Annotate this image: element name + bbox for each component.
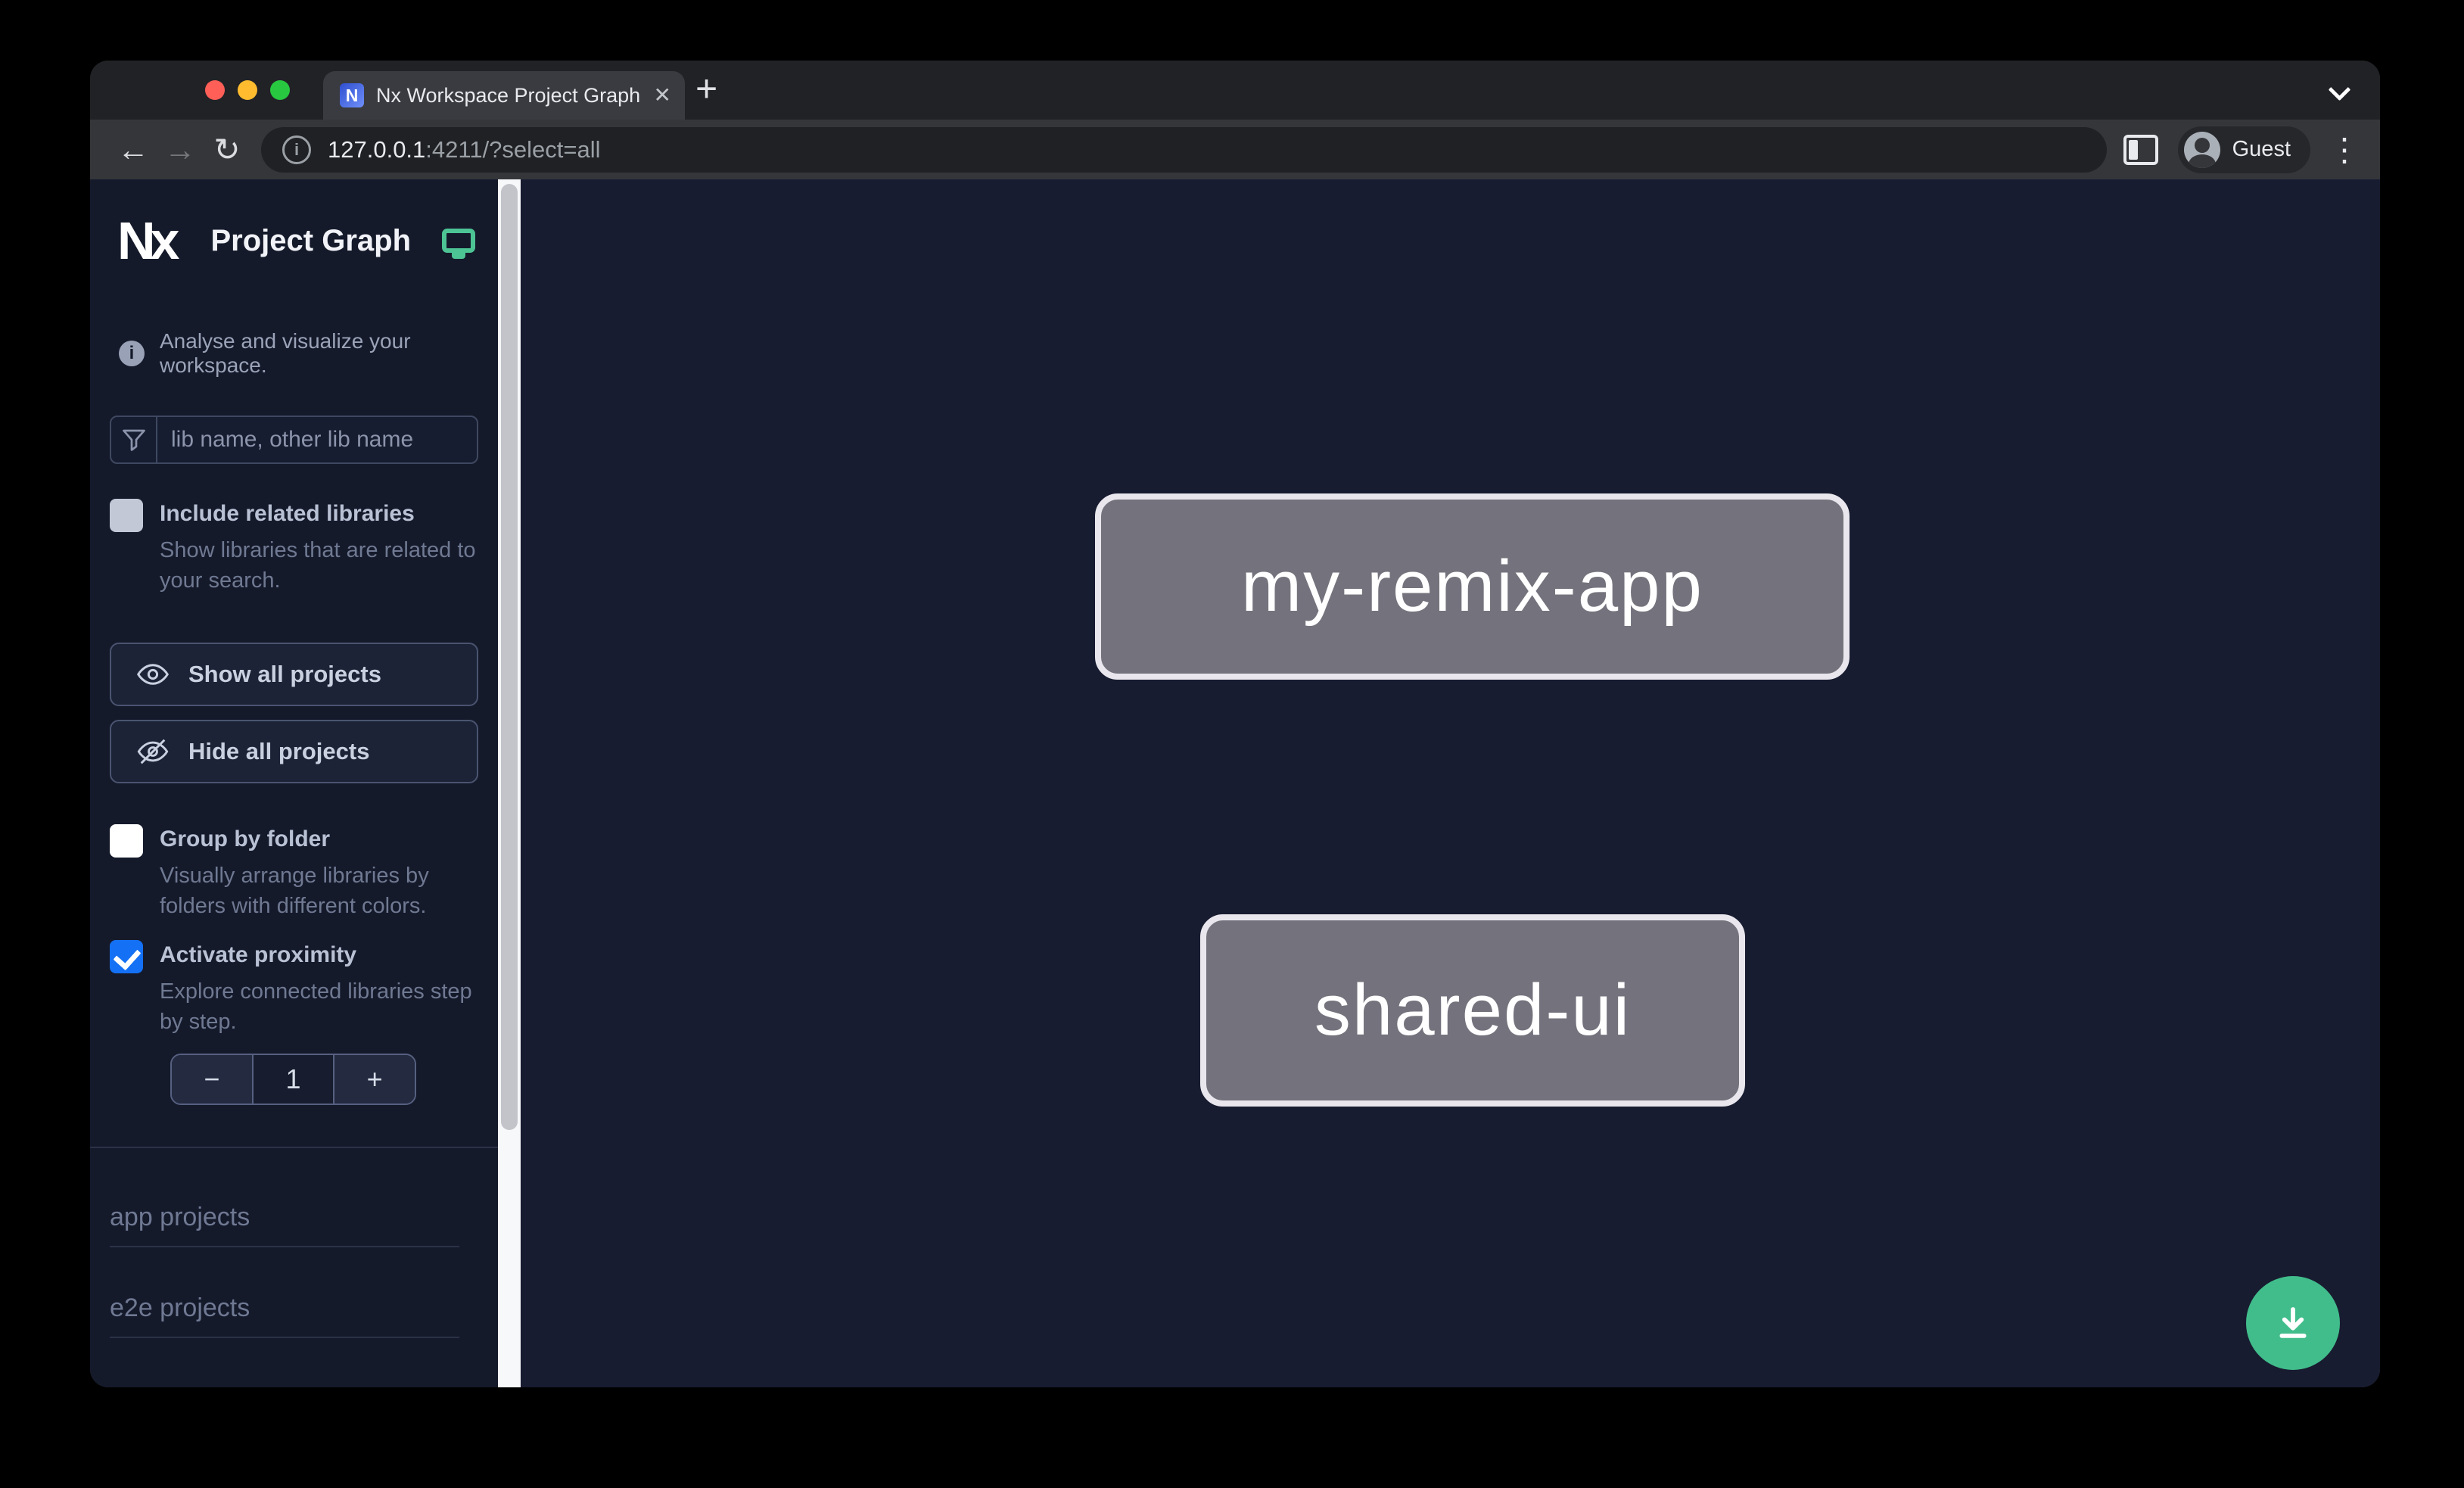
url-host: 127.0.0.1: [328, 135, 426, 163]
sidebar-scrollbar[interactable]: [498, 179, 521, 1387]
download-icon: [2279, 1307, 2307, 1338]
scrollbar-thumb[interactable]: [501, 184, 518, 1130]
dependency-edge: [521, 179, 748, 293]
project-node-shared-ui[interactable]: shared-ui: [1200, 914, 1745, 1107]
profile-button[interactable]: Guest: [2177, 126, 2310, 173]
close-window-button[interactable]: [205, 80, 225, 100]
browser-window: N Nx Workspace Project Graph ✕ + ← → ↻ i…: [90, 61, 2380, 1387]
option-include-related: Include related libraries Show libraries…: [110, 497, 478, 596]
forward-button: →: [164, 131, 196, 167]
option-description: Visually arrange libraries by folders wi…: [160, 864, 429, 918]
eye-icon: [137, 664, 169, 685]
close-tab-icon[interactable]: ✕: [653, 83, 671, 107]
back-button[interactable]: ←: [117, 131, 149, 167]
info-icon: i: [119, 341, 145, 366]
page-content: Nx Project Graph i Analyse and visualize…: [90, 179, 2380, 1387]
increment-button[interactable]: +: [334, 1055, 415, 1104]
browser-toolbar: ← → ↻ i 127.0.0.1:4211/?select=all Guest…: [90, 120, 2380, 179]
tab-title: Nx Workspace Project Graph: [376, 83, 641, 107]
minimize-window-button[interactable]: [238, 80, 257, 100]
sidebar: Nx Project Graph i Analyse and visualize…: [90, 179, 498, 1387]
download-graph-button[interactable]: [2246, 1276, 2340, 1370]
reload-button[interactable]: ↻: [213, 131, 241, 167]
activate-proximity-checkbox[interactable]: [110, 940, 143, 973]
url-text: 127.0.0.1:4211/?select=all: [328, 136, 601, 163]
sidebar-divider: [90, 1147, 498, 1148]
profile-label: Guest: [2232, 137, 2291, 161]
tab-strip: N Nx Workspace Project Graph ✕ +: [90, 61, 2380, 120]
show-all-projects-button[interactable]: Show all projects: [110, 643, 478, 706]
include-related-checkbox[interactable]: [110, 499, 143, 532]
section-app-projects[interactable]: app projects: [110, 1203, 459, 1247]
avatar-icon: [2183, 131, 2220, 168]
tagline-row: i Analyse and visualize your workspace.: [119, 329, 478, 378]
address-bar[interactable]: i 127.0.0.1:4211/?select=all: [261, 126, 2107, 173]
monitor-icon[interactable]: [442, 229, 475, 253]
side-panel-icon[interactable]: [2123, 134, 2158, 165]
filter-input[interactable]: [157, 427, 477, 453]
option-group-by-folder: Group by folder Visually arrange librari…: [110, 823, 478, 921]
nx-logo: Nx: [117, 211, 180, 270]
tagline-text: Analyse and visualize your workspace.: [160, 329, 411, 377]
option-description: Explore connected libraries step by step…: [160, 979, 472, 1034]
filter-icon: [111, 417, 157, 462]
tab-search-chevron-icon[interactable]: [2332, 80, 2348, 97]
option-label[interactable]: Group by folder: [160, 826, 330, 851]
option-activate-proximity: Activate proximity Explore connected lib…: [110, 939, 478, 1037]
stepper-value: 1: [251, 1055, 335, 1104]
button-label: Show all projects: [188, 661, 381, 687]
browser-menu-icon[interactable]: ⋮: [2329, 131, 2360, 167]
option-description: Show libraries that are related to your …: [160, 538, 476, 593]
url-path: :4211/?select=all: [425, 135, 601, 163]
window-controls: [205, 80, 290, 100]
decrement-button[interactable]: −: [172, 1055, 252, 1104]
group-by-folder-checkbox[interactable]: [110, 824, 143, 858]
filter-box: [110, 416, 478, 464]
proximity-stepper: − 1 +: [170, 1054, 416, 1105]
new-tab-button[interactable]: +: [695, 67, 718, 110]
page-title: Project Graph: [210, 223, 411, 257]
sidebar-header: Nx Project Graph: [117, 214, 475, 267]
graph-canvas[interactable]: my-remix-app shared-ui: [521, 179, 2380, 1387]
site-info-icon[interactable]: i: [282, 135, 311, 164]
option-label[interactable]: Activate proximity: [160, 942, 357, 967]
nx-favicon-icon: N: [340, 83, 364, 107]
zoom-window-button[interactable]: [270, 80, 290, 100]
button-label: Hide all projects: [188, 738, 370, 764]
section-e2e-projects[interactable]: e2e projects: [110, 1293, 459, 1338]
eye-off-icon: [137, 739, 169, 764]
browser-tab[interactable]: N Nx Workspace Project Graph ✕: [323, 71, 685, 120]
project-node-my-remix-app[interactable]: my-remix-app: [1095, 493, 1850, 680]
option-label[interactable]: Include related libraries: [160, 501, 415, 526]
hide-all-projects-button[interactable]: Hide all projects: [110, 720, 478, 783]
